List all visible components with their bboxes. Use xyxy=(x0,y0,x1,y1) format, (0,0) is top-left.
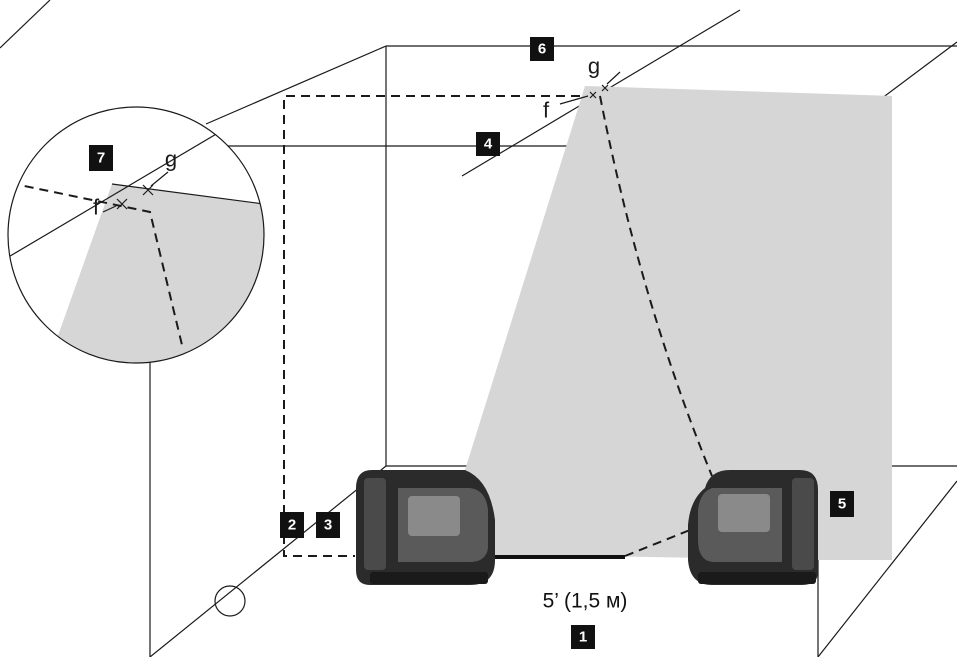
callout-6: 6 xyxy=(530,37,554,61)
distance-label: 5’ (1,5 м) xyxy=(543,590,628,613)
laser-device-right xyxy=(688,470,818,585)
floor-marker xyxy=(214,585,246,617)
zoom-f-label: f xyxy=(93,195,100,220)
point-f-label: f xyxy=(543,98,550,123)
callout-2: 2 xyxy=(280,512,304,538)
point-g-label: g xyxy=(588,54,600,79)
laser-projection xyxy=(465,86,892,560)
callout-3: 3 xyxy=(316,512,340,538)
callout-5: 5 xyxy=(830,491,854,517)
callout-4: 4 xyxy=(476,132,500,156)
callout-3-text: 3 xyxy=(324,517,332,534)
callout-6-text: 6 xyxy=(538,41,546,58)
callout-1: 1 xyxy=(571,625,595,649)
laser-dashed-paths xyxy=(283,95,713,557)
callout-5-text: 5 xyxy=(838,496,846,513)
zoom-g-label: g xyxy=(165,147,177,172)
laser-device-left xyxy=(356,470,495,585)
callout-2-text: 2 xyxy=(288,517,296,534)
zoom-detail: 7 g f xyxy=(7,106,265,364)
callout-4-text: 4 xyxy=(484,136,493,153)
measure-points-main: g f xyxy=(543,54,621,123)
callout-7-text: 7 xyxy=(97,150,105,167)
callout-1-text: 1 xyxy=(579,629,587,646)
